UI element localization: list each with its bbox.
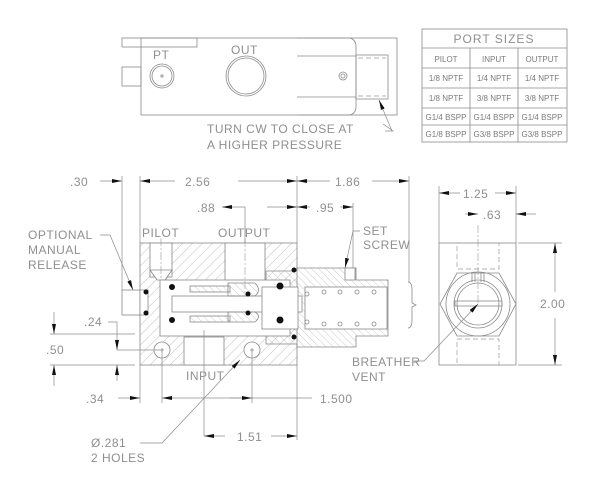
top-view: PT OUT TURN CW TO CLOSE AT A HIGHER PRES…: [121, 37, 398, 152]
table-cell: 3/8 NPTF: [525, 94, 559, 103]
o-ring: [143, 289, 149, 295]
dim-end-height: 2.00: [540, 297, 565, 311]
table-cell: G1/8 BSPP: [426, 130, 467, 139]
table-header: PILOT: [434, 55, 457, 64]
adjuster-spring-cavity: [304, 286, 388, 330]
o-ring: [169, 317, 175, 323]
dim-body-height-lower: .50: [46, 343, 64, 357]
table-header: INPUT: [482, 55, 506, 64]
o-ring: [169, 284, 175, 290]
table-cell: 1/8 NPTF: [429, 94, 463, 103]
manual-release-button: [121, 289, 141, 316]
table-row: G1/4 BSPP G1/4 BSPP G1/4 BSPP: [426, 113, 563, 122]
dim-body-length: 2.56: [185, 175, 210, 189]
breather-leader: [414, 303, 479, 362]
table-row: 1/8 NPTF 1/4 NPTF 1/4 NPTF: [429, 74, 559, 83]
output-port-circle: [225, 55, 267, 97]
o-ring: [276, 316, 284, 324]
manual-release-stub: [121, 37, 198, 48]
table-cell: G3/8 BSPP: [474, 130, 515, 139]
pilot-stub: [121, 66, 142, 87]
label-pt: PT: [153, 48, 170, 62]
label-optional-manual-release: RELEASE: [28, 258, 87, 272]
label-breather-vent: VENT: [352, 370, 386, 384]
table-cell: 1/4 NPTF: [525, 74, 559, 83]
label-out: OUT: [231, 43, 258, 57]
manual-release-leader: [100, 234, 134, 291]
end-body-outline: [438, 242, 517, 366]
table-cell: 1/8 NPTF: [429, 74, 463, 83]
o-ring: [291, 334, 297, 340]
table-cell: 1/4 NPTF: [477, 74, 511, 83]
dim-hole-from-left: .34: [86, 392, 104, 406]
note-turn-cw: TURN CW TO CLOSE AT: [207, 122, 354, 136]
set-screw-leader: [344, 230, 360, 269]
port-sizes-table: PORT SIZES PILOT INPUT OUTPUT 1/8 NPTF 1…: [421, 28, 568, 143]
dim-adjuster-length: 1.86: [335, 175, 360, 189]
top-body-outline: [140, 37, 398, 116]
pilot-port-circle: [149, 63, 175, 89]
label-pilot: PILOT: [142, 226, 179, 240]
note-higher-pressure: A HIGHER PRESSURE: [207, 138, 342, 152]
set-screw-circle: [338, 71, 348, 81]
table-header: OUTPUT: [526, 55, 559, 64]
label-optional-manual-release: MANUAL: [28, 243, 81, 257]
table-title: PORT SIZES: [454, 32, 535, 46]
label-optional-manual-release: OPTIONAL: [28, 228, 93, 242]
label-output: OUTPUT: [218, 226, 271, 240]
spring-coils: [304, 289, 377, 327]
table-cell: 3/8 NPTF: [477, 94, 511, 103]
hex-nut: [439, 272, 517, 337]
o-ring: [245, 310, 251, 316]
dim-hole-spacing: 1.500: [320, 392, 353, 406]
dim-hole-from-bottom: .24: [84, 315, 102, 329]
table-row: 1/8 NPTF 3/8 NPTF 3/8 NPTF: [429, 94, 559, 103]
label-set-screw: SET: [363, 224, 388, 238]
screw-slot: [454, 300, 503, 307]
table-cell: G1/4 BSPP: [426, 113, 467, 122]
label-two-holes: 2 HOLES: [91, 451, 145, 465]
label-breather-vent: BREATHER: [352, 355, 420, 369]
dim-output-offset: .88: [197, 201, 215, 215]
end-view: 1.25 .63 2.00 BREATHER VENT: [352, 186, 565, 384]
table-cell: G1/4 BSPP: [522, 113, 563, 122]
table-row: G1/8 BSPP G3/8 BSPP G3/8 BSPP: [426, 130, 563, 139]
o-ring: [291, 267, 297, 273]
dim-input-offset: 1.51: [237, 430, 262, 444]
dim-end-width: 1.25: [463, 187, 488, 201]
holes-leader: [140, 359, 241, 444]
section-view: PILOT OUTPUT INPUT SET SCREW OPTIONAL MA…: [28, 175, 417, 465]
dim-left-overhang: .30: [70, 175, 88, 189]
dim-end-half-width: .63: [483, 208, 501, 222]
dim-setscrew-offset: .95: [316, 201, 334, 215]
label-hole-diameter: Ø.281: [91, 436, 126, 450]
adjuster-screw: [355, 54, 389, 100]
table-cell: G1/4 BSPP: [474, 113, 515, 122]
o-ring: [245, 291, 251, 297]
set-screw: [344, 267, 356, 281]
note-leader: [378, 99, 393, 132]
o-ring: [276, 282, 284, 290]
table-cell: G3/8 BSPP: [522, 130, 563, 139]
label-set-screw: SCREW: [363, 238, 410, 252]
o-ring: [143, 310, 149, 316]
label-input: INPUT: [186, 369, 225, 383]
